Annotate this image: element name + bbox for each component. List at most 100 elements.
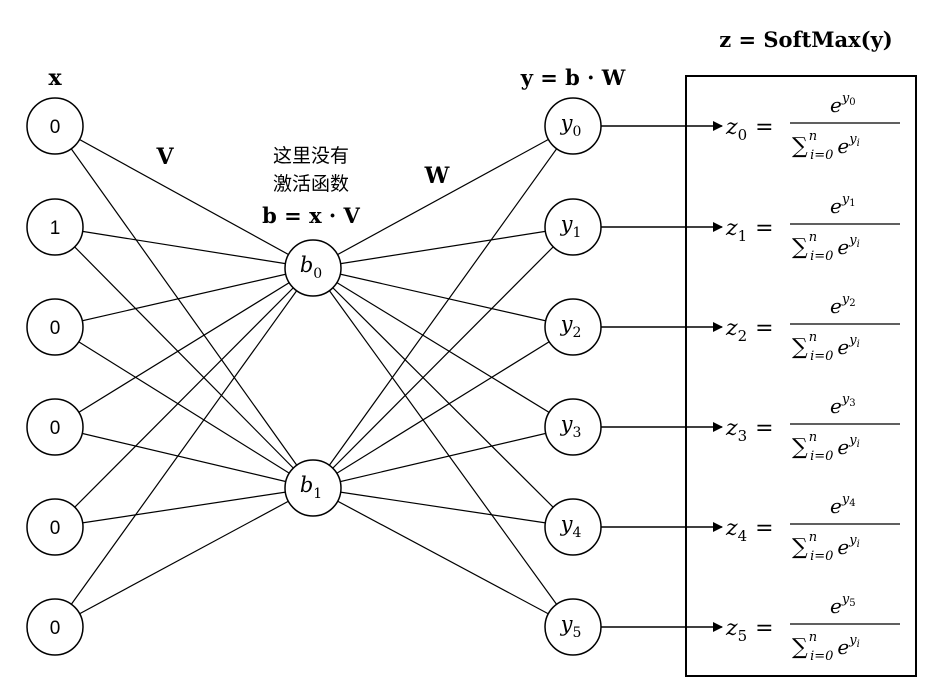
softmax-numerator: ey5 <box>830 592 856 618</box>
edge-b1-y4 <box>312 487 574 528</box>
output-node-label: y0 <box>560 111 582 140</box>
edge-x4-b1 <box>54 487 314 528</box>
note-line-1: 这里没有 <box>273 145 349 167</box>
edge-b1-y5 <box>312 487 574 628</box>
z-output-label: z1= <box>725 216 774 245</box>
softmax-numerator: ey2 <box>830 292 856 318</box>
output-node: y0 <box>544 97 602 155</box>
connection-edges <box>54 125 574 628</box>
input-node: 0 <box>26 498 84 556</box>
edge-b0-y2 <box>312 267 574 328</box>
output-node: y3 <box>544 398 602 456</box>
input-node-value: 1 <box>50 218 61 239</box>
output-node-label: y2 <box>560 312 582 341</box>
edge-b0-y1 <box>312 226 574 269</box>
edge-b1-y0 <box>312 125 574 489</box>
input-node-value: 0 <box>50 318 61 339</box>
note-line-2: 激活函数 <box>273 173 349 195</box>
edge-x3-b1 <box>54 426 314 489</box>
edge-b1-y2 <box>312 326 574 489</box>
edge-b0-y0 <box>312 125 574 269</box>
output-node-circle <box>544 398 602 456</box>
y-formula-label: y = b · W <box>520 65 626 90</box>
w-weight-label: W <box>424 163 450 189</box>
edge-x0-b0 <box>54 125 314 269</box>
output-node: y2 <box>544 298 602 356</box>
output-node-label: y1 <box>560 212 582 241</box>
edge-x4-b0 <box>54 267 314 528</box>
hidden-node-circle <box>284 239 342 297</box>
input-node: 0 <box>26 598 84 656</box>
input-node-value: 0 <box>50 418 61 439</box>
input-node-circle <box>26 498 84 556</box>
input-node: 0 <box>26 97 84 155</box>
edge-x0-b1 <box>54 125 314 489</box>
output-node-circle <box>544 298 602 356</box>
edge-x2-b1 <box>54 326 314 489</box>
output-node: y4 <box>544 498 602 556</box>
input-node-circle <box>26 298 84 356</box>
softmax-numerator: ey4 <box>830 492 856 518</box>
z-output-label: z4= <box>725 516 774 545</box>
input-node-circle <box>26 198 84 256</box>
edge-x1-b1 <box>54 226 314 489</box>
edge-b0-y5 <box>312 267 574 628</box>
input-node: 1 <box>26 198 84 256</box>
z-output-label: z5= <box>725 616 774 645</box>
softmax-numerator: ey3 <box>830 392 856 418</box>
edge-x2-b0 <box>54 267 314 328</box>
output-node-circle <box>544 198 602 256</box>
input-node-circle <box>26 598 84 656</box>
input-node-circle <box>26 97 84 155</box>
output-node: y1 <box>544 198 602 256</box>
hidden-node: b1 <box>284 459 342 517</box>
output-node-label: y4 <box>560 512 582 541</box>
input-header-label: x <box>48 65 62 91</box>
z-output-label: z2= <box>725 316 774 345</box>
v-weight-label: V <box>155 144 174 170</box>
edge-x5-b0 <box>54 267 314 628</box>
edge-x5-b1 <box>54 487 314 628</box>
hidden-node-label: b1 <box>300 473 322 502</box>
output-node-circle <box>544 498 602 556</box>
z-formula-label: z = SoftMax(y) <box>719 27 893 52</box>
b-formula-label: b = x · V <box>262 203 360 228</box>
hidden-node: b0 <box>284 239 342 297</box>
edge-b0-y4 <box>312 267 574 528</box>
output-node-circle <box>544 97 602 155</box>
edge-b1-y3 <box>312 426 574 489</box>
network-nodes: 0 1 0 0 0 0 b0 b1 y0 y1 y2 y3 y4 y5 <box>26 97 602 656</box>
edge-b1-y1 <box>312 226 574 489</box>
input-node: 0 <box>26 398 84 456</box>
output-node: y5 <box>544 598 602 656</box>
output-node-label: y5 <box>560 612 582 641</box>
softmax-box <box>685 75 917 677</box>
input-node-value: 0 <box>50 518 61 539</box>
edge-x1-b0 <box>54 226 314 269</box>
edge-x3-b0 <box>54 267 314 428</box>
edge-b0-y3 <box>312 267 574 428</box>
z-output-label: z0= <box>725 115 774 144</box>
output-node-label: y3 <box>560 412 582 441</box>
input-node-value: 0 <box>50 618 61 639</box>
input-node: 0 <box>26 298 84 356</box>
hidden-node-label: b0 <box>300 253 322 282</box>
output-node-circle <box>544 598 602 656</box>
softmax-numerator: ey0 <box>830 91 856 117</box>
softmax-numerator: ey1 <box>830 192 856 218</box>
input-node-value: 0 <box>50 117 61 138</box>
